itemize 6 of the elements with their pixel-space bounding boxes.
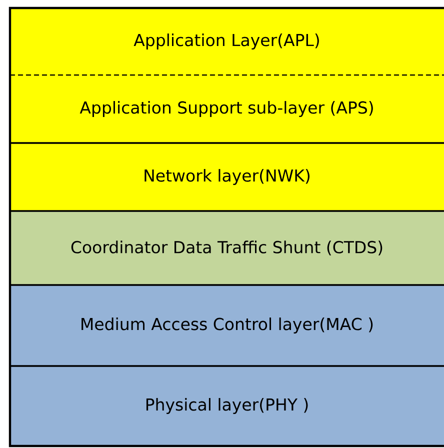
layer-band: Medium Access Control layer(MAC )	[10, 285, 444, 366]
layer-band: Network layer(NWK)	[10, 143, 444, 211]
layer-band: Application Layer(APL)	[10, 8, 444, 75]
layer-band: Application Support sub-layer (APS)	[10, 75, 444, 143]
layer-band: Physical layer(PHY )	[10, 366, 444, 446]
layer-band: Coordinator Data Traffic Shunt (CTDS)	[10, 211, 444, 285]
